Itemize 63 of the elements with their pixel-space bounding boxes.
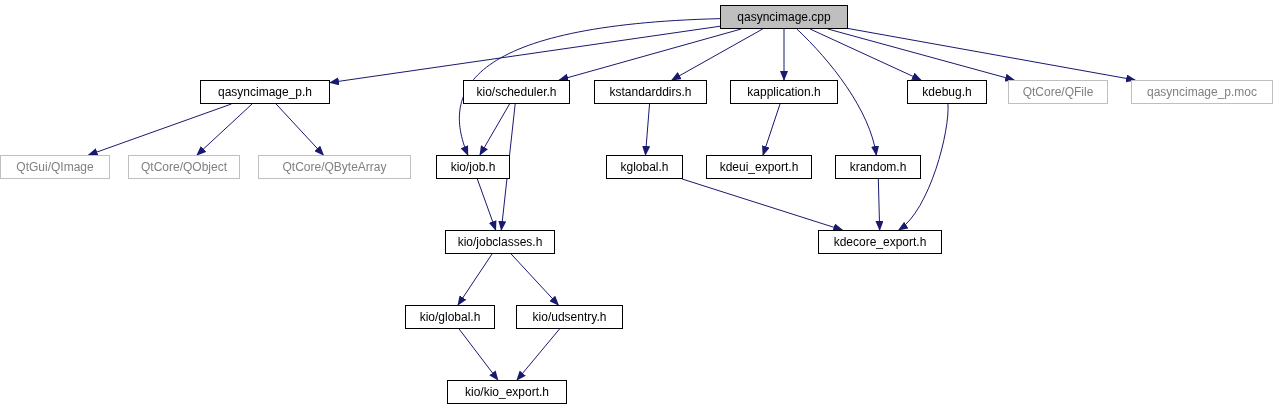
file-name: kio/kio_export.h (464, 385, 549, 399)
arrow (898, 103, 949, 231)
file-name: kio/jobclasses.h (457, 235, 543, 249)
file-name: kglobal.h (620, 160, 669, 174)
file-box (818, 230, 942, 254)
file-box (706, 155, 812, 179)
arrow (458, 328, 499, 381)
file-name: qasyncimage_p.moc (1146, 85, 1258, 99)
file-name: QtCore/QFile (1022, 85, 1094, 99)
file-name: QtCore/QByteArray (282, 160, 387, 174)
file-name: QtCore/QObject (141, 160, 227, 174)
file-name: kdeui_export.h (719, 160, 799, 174)
file-name: kio/scheduler.h (476, 85, 557, 99)
file-box (1131, 80, 1273, 104)
file-name: kdecore_export.h (833, 235, 927, 249)
arrow (196, 103, 253, 156)
file-box (436, 155, 510, 179)
arrow (459, 18, 721, 156)
arrow (476, 178, 497, 231)
arrow (681, 178, 844, 232)
arrow (457, 253, 493, 306)
file-box (730, 80, 838, 104)
file-box (447, 380, 567, 404)
arrow (780, 28, 788, 81)
file-name: QtGui/QImage (16, 160, 94, 174)
arrow (809, 28, 922, 81)
arrow (516, 328, 560, 381)
file-name: kdebug.h (922, 85, 972, 99)
file-box (720, 5, 848, 29)
arrow (796, 28, 879, 156)
file-name: kio/udsentry.h (532, 310, 607, 324)
file-box (516, 305, 623, 329)
file-name: qasyncimage_p.h (217, 85, 313, 99)
file-box (128, 155, 240, 179)
arrow (275, 103, 325, 156)
file-box (200, 80, 330, 104)
arrow (875, 178, 884, 231)
file-box (445, 230, 555, 254)
arrow (762, 103, 781, 156)
file-name: kio/job.h (450, 160, 496, 174)
file-box (594, 80, 707, 104)
arrow (479, 103, 511, 156)
file-name: krandom.h (849, 160, 907, 174)
file-box (907, 80, 987, 104)
arrow (847, 28, 1137, 83)
file-box (0, 155, 110, 179)
file-name: kapplication.h (747, 85, 821, 99)
arrow (671, 28, 764, 81)
arrow (329, 25, 721, 86)
file-box (1008, 80, 1108, 104)
arrow (827, 28, 1016, 82)
file-name: kio/global.h (419, 310, 481, 324)
arrow (510, 253, 560, 306)
file-box (835, 155, 921, 179)
arrow (642, 103, 651, 156)
arrow (558, 28, 742, 82)
file-box (606, 155, 683, 179)
arrow (87, 103, 232, 156)
file-box (405, 305, 495, 329)
file-box (463, 80, 570, 104)
file-name: kstandarddirs.h (609, 85, 692, 99)
file-box (258, 155, 411, 179)
file-name: qasyncimage.cpp (737, 10, 831, 24)
